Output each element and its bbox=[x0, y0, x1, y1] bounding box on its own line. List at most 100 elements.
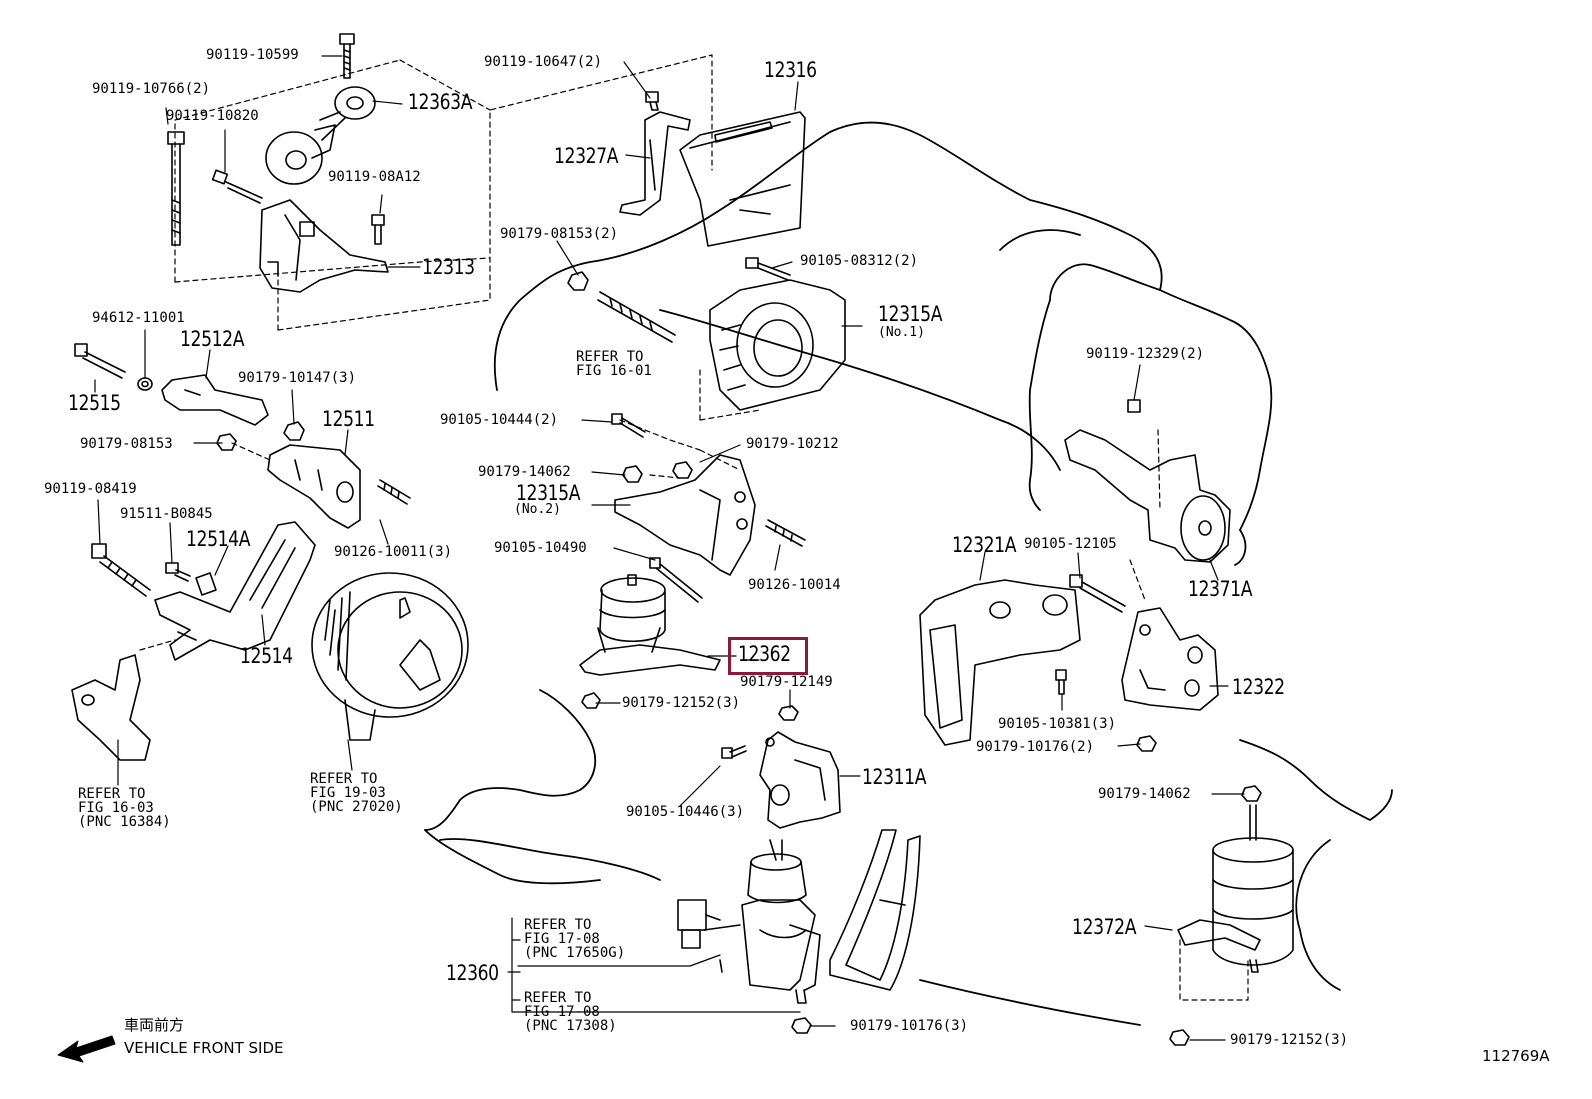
label-12315A-no1: 12315A bbox=[878, 302, 943, 326]
label-refer-17-08a-a: REFER TO bbox=[524, 917, 592, 933]
label-no1: (No.1) bbox=[878, 325, 925, 340]
label-refer-16-03-c: (PNC 16384) bbox=[78, 814, 171, 830]
label-12360: 12360 bbox=[446, 961, 499, 985]
label-90179-08153-2: 90179-08153(2) bbox=[500, 226, 619, 242]
label-12311A: 12311A bbox=[862, 765, 927, 789]
nut-94612-11001 bbox=[137, 377, 153, 391]
bracket-12512A bbox=[161, 374, 269, 426]
label-refer-17-08a-c: (PNC 17650G) bbox=[524, 945, 626, 961]
label-90119-10647: 90119-10647(2) bbox=[484, 54, 603, 70]
label-90179-08153: 90179-08153 bbox=[80, 436, 173, 452]
mount-12372A bbox=[1177, 804, 1294, 973]
bracket-fig16-03 bbox=[71, 654, 151, 761]
label-90179-10212: 90179-10212 bbox=[746, 436, 839, 452]
figure-id: 112769A bbox=[1482, 1047, 1550, 1065]
label-front-jp: 車両前方 bbox=[124, 1016, 185, 1034]
bolt-90105-12105 bbox=[1069, 574, 1126, 613]
label-12316: 12316 bbox=[764, 58, 817, 82]
label-90119-08A12: 90119-08A12 bbox=[328, 169, 421, 185]
label-90179-12149: 90179-12149 bbox=[740, 674, 833, 690]
label-90105-08312: 90105-08312(2) bbox=[800, 253, 919, 269]
label-12511: 12511 bbox=[322, 407, 375, 431]
label-90126-10011: 90126-10011(3) bbox=[334, 544, 453, 560]
bolt-90119-12329 bbox=[1127, 399, 1141, 413]
label-12322: 12322 bbox=[1232, 675, 1285, 699]
label-12514A: 12514A bbox=[186, 527, 251, 551]
group-box-center bbox=[277, 54, 761, 421]
bolt-90119-10820 bbox=[211, 169, 263, 204]
bolt-90105-08312 bbox=[745, 257, 791, 281]
label-12372A: 12372A bbox=[1072, 915, 1137, 939]
label-refer-19-03-b: FIG 19-03 bbox=[310, 785, 386, 801]
label-12512A: 12512A bbox=[180, 327, 245, 351]
bolt-90119-08419 bbox=[91, 543, 151, 597]
mount-12363A bbox=[265, 86, 376, 185]
label-12514: 12514 bbox=[240, 644, 293, 668]
label-90105-10446: 90105-10446(3) bbox=[626, 804, 745, 820]
label-90119-10820: 90119-10820 bbox=[166, 108, 259, 124]
mount-12360 bbox=[677, 829, 921, 1004]
label-refer-16-01-a: REFER TO bbox=[576, 349, 644, 365]
nut-90179-10147 bbox=[283, 421, 305, 441]
stud-90126-10011 bbox=[377, 479, 411, 505]
label-refer-17-08a-b: FIG 17-08 bbox=[524, 931, 600, 947]
label-12363A: 12363A bbox=[408, 90, 473, 114]
bracket-12511 bbox=[267, 444, 361, 529]
label-12315A-no2: 12315A bbox=[516, 481, 581, 505]
label-refer-17-08b-c: (PNC 17308) bbox=[524, 1018, 617, 1034]
label-90179-10176-b: 90179-10176(3) bbox=[850, 1018, 969, 1034]
label-90179-10176-a: 90179-10176(2) bbox=[976, 739, 1095, 755]
label-12321A: 12321A bbox=[952, 533, 1017, 557]
bolt-90105-10490 bbox=[649, 557, 703, 603]
label-12362: 12362 bbox=[738, 642, 791, 666]
stud-90126-10014 bbox=[765, 519, 806, 547]
label-90179-14062-a: 90179-14062 bbox=[478, 464, 571, 480]
shield-12316 bbox=[679, 111, 806, 247]
bracket-12311A bbox=[759, 731, 841, 829]
bolt-90119-10599 bbox=[339, 33, 355, 79]
bolt-90119-10647 bbox=[645, 91, 659, 111]
nut-90179-10176-right bbox=[1136, 735, 1157, 752]
leader-lines bbox=[94, 55, 1245, 1041]
bolt-90105-10444 bbox=[611, 413, 646, 438]
label-90179-14062-b: 90179-14062 bbox=[1098, 786, 1191, 802]
bracket-12327A bbox=[619, 111, 691, 216]
bolt-12515 bbox=[74, 343, 126, 379]
mount-12362 bbox=[579, 574, 721, 676]
highlight-box-12362[interactable] bbox=[728, 637, 808, 675]
label-90105-10444: 90105-10444(2) bbox=[440, 412, 559, 428]
bracket-12322 bbox=[1121, 607, 1219, 711]
label-12371A: 12371A bbox=[1188, 577, 1253, 601]
label-90179-12152-a: 90179-12152(3) bbox=[622, 695, 741, 711]
label-no2: (No.2) bbox=[514, 502, 561, 517]
label-91511-B0845: 91511-B0845 bbox=[120, 506, 213, 522]
bracket-12313 bbox=[259, 199, 389, 293]
label-refer-17-08b-a: REFER TO bbox=[524, 990, 592, 1006]
bolt-91511-B0845 bbox=[165, 562, 191, 582]
label-refer-19-03-c: (PNC 27020) bbox=[310, 799, 403, 815]
label-12313: 12313 bbox=[422, 255, 475, 279]
label-12327A: 12327A bbox=[554, 144, 619, 168]
label-front-en: VEHICLE FRONT SIDE bbox=[124, 1039, 284, 1057]
label-90119-08419: 90119-08419 bbox=[44, 481, 137, 497]
clip-12514A bbox=[195, 572, 217, 596]
label-refer-17-08b-b: FIG 17-08 bbox=[524, 1004, 600, 1020]
bolt-90105-10446 bbox=[721, 745, 747, 759]
label-refer-19-03-a: REFER TO bbox=[310, 771, 378, 787]
label-refer-16-03-a: REFER TO bbox=[78, 786, 146, 802]
label-90105-10490: 90105-10490 bbox=[494, 540, 587, 556]
bracket-12321A bbox=[919, 579, 1081, 746]
label-90179-12152-b: 90179-12152(3) bbox=[1230, 1032, 1349, 1048]
bolt-90119-10766 bbox=[167, 131, 185, 246]
label-90105-12105: 90105-12105 bbox=[1024, 536, 1117, 552]
arrow-left-icon bbox=[57, 1035, 116, 1063]
label-90105-10381: 90105-10381(3) bbox=[998, 716, 1117, 732]
bracket-12315A-no2 bbox=[614, 454, 756, 576]
label-90119-10599: 90119-10599 bbox=[206, 47, 299, 63]
alternator-fig19-03 bbox=[311, 572, 469, 741]
mount-12371A bbox=[1064, 429, 1231, 563]
nut-90179-14062 bbox=[622, 465, 643, 483]
label-12515: 12515 bbox=[68, 391, 121, 415]
group-box-left bbox=[174, 59, 491, 283]
